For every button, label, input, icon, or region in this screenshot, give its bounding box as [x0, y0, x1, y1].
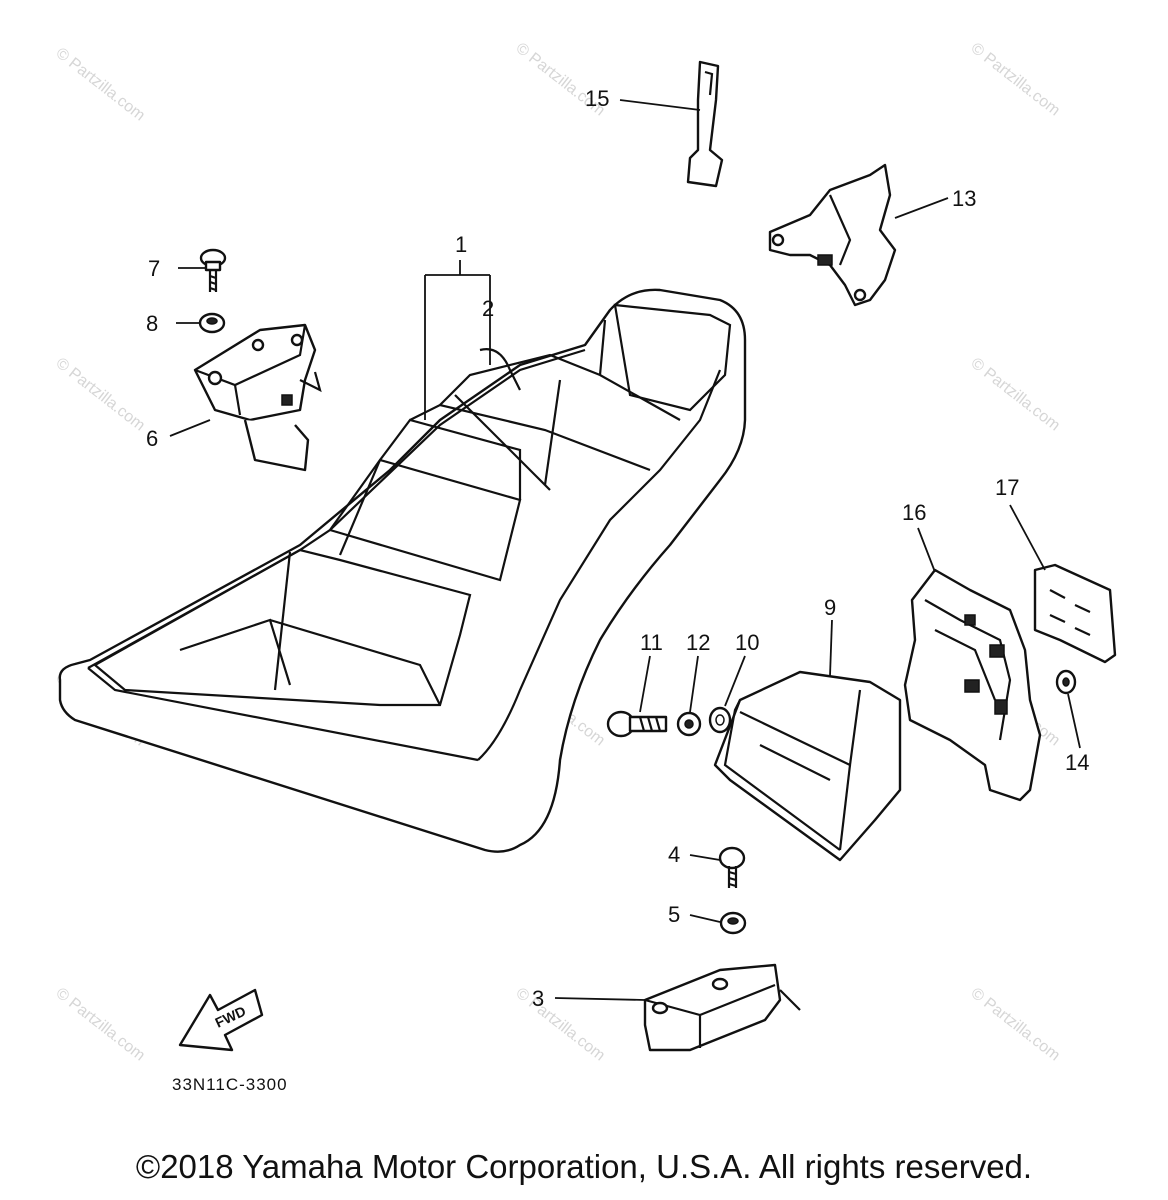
- bolt-part-11: [606, 710, 668, 738]
- callout-15: 15: [585, 86, 609, 111]
- callout-4: 4: [668, 842, 680, 867]
- bolt-part-7: [199, 248, 227, 292]
- bracket-part-13: [768, 163, 897, 307]
- callout-3: 3: [532, 986, 544, 1011]
- callout-11: 11: [640, 630, 663, 655]
- callout-5: 5: [668, 902, 680, 927]
- washer-part-10: [708, 706, 732, 734]
- callout-8: 8: [146, 311, 158, 336]
- watermark: © Partzilla.com: [53, 985, 148, 1065]
- callout-17: 17: [995, 475, 1019, 500]
- callout-13: 13: [952, 186, 976, 211]
- callout-7: 7: [148, 256, 160, 281]
- nut-part-8: [198, 312, 226, 334]
- screw-part-4: [718, 846, 746, 888]
- strap-part-15: [686, 60, 724, 188]
- callout-16: 16: [902, 500, 926, 525]
- nut-part-5: [719, 911, 747, 935]
- watermark: © Partzilla.com: [968, 355, 1063, 435]
- callout-2: 2: [482, 296, 494, 321]
- callout-1: 1: [455, 232, 467, 257]
- callout-14: 14: [1065, 750, 1089, 775]
- lock-part-6: [193, 323, 322, 472]
- latch-part-3: [643, 963, 801, 1052]
- watermark: © Partzilla.com: [53, 355, 148, 435]
- storage-box-part-9: [713, 670, 902, 862]
- plate-part-17: [1033, 563, 1117, 664]
- callout-6: 6: [146, 426, 158, 451]
- leader-lines: [169, 99, 1081, 1001]
- fwd-arrow-icon: FWD: [178, 988, 264, 1052]
- callout-9: 9: [824, 595, 836, 620]
- drawing-code: 33N11C-3300: [172, 1075, 288, 1094]
- watermark: © Partzilla.com: [968, 985, 1063, 1065]
- watermark: © Partzilla.com: [513, 985, 608, 1065]
- callouts: 1 2 7 8 6 15 13 11 12 10 9 16 17 14 4 5 …: [146, 86, 1089, 1011]
- nut-part-14: [1055, 669, 1077, 695]
- watermark: © Partzilla.com: [53, 45, 148, 125]
- copyright-notice: ©2018 Yamaha Motor Corporation, U.S.A. A…: [135, 1148, 1033, 1185]
- callout-12: 12: [686, 630, 710, 655]
- cover-part-16: [903, 568, 1042, 802]
- watermark: © Partzilla.com: [968, 40, 1063, 120]
- washer-part-12: [676, 711, 702, 737]
- callout-10: 10: [735, 630, 759, 655]
- seat-drawing: [58, 288, 747, 853]
